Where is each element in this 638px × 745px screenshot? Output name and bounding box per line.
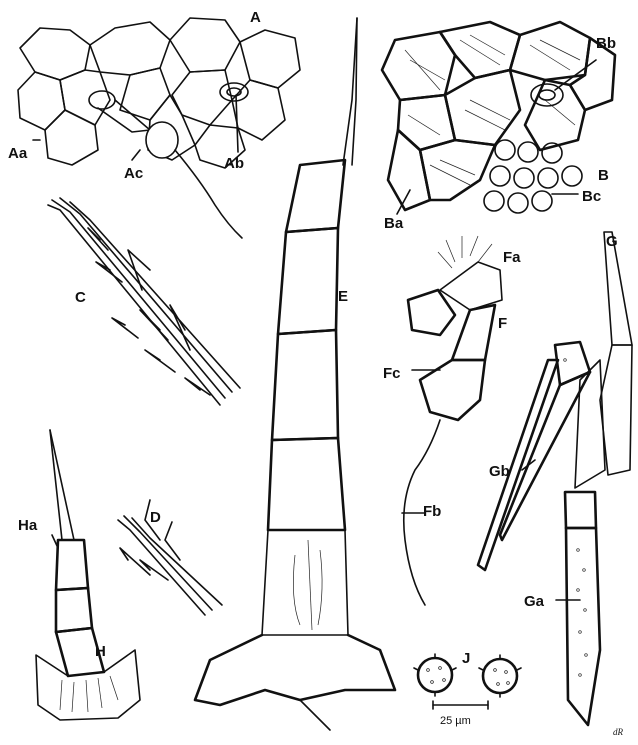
label-g: G — [606, 233, 618, 250]
label-fa: Fa — [503, 249, 521, 266]
figure-h-hair — [36, 430, 140, 720]
figure-b-round-cells — [484, 140, 582, 213]
figure-f-hair — [402, 236, 502, 605]
scale-bar: 25 µm — [433, 701, 488, 727]
label-e: E — [338, 288, 348, 305]
label-ha: Ha — [18, 517, 38, 534]
label-bc: Bc — [582, 188, 601, 205]
signature: dR — [613, 727, 624, 737]
label-ab: Ab — [224, 155, 244, 172]
label-fc: Fc — [383, 365, 401, 382]
figure-d-spines — [118, 500, 222, 615]
figure-e-hair — [195, 18, 395, 730]
label-a: A — [250, 9, 261, 26]
label-j: J — [462, 650, 470, 667]
label-fb: Fb — [423, 503, 441, 520]
label-b: B — [598, 167, 609, 184]
label-c: C — [75, 289, 86, 306]
label-aa: Aa — [8, 145, 28, 162]
figure-b-epidermis — [382, 22, 615, 214]
label-d: D — [150, 509, 161, 526]
label-gb: Gb — [489, 463, 510, 480]
scale-bar-label: 25 µm — [440, 715, 471, 727]
label-ba: Ba — [384, 215, 404, 232]
label-h: H — [95, 643, 106, 660]
label-bb: Bb — [596, 35, 616, 52]
label-ga: Ga — [524, 593, 545, 610]
label-ac: Ac — [124, 165, 143, 182]
label-f: F — [498, 315, 507, 332]
